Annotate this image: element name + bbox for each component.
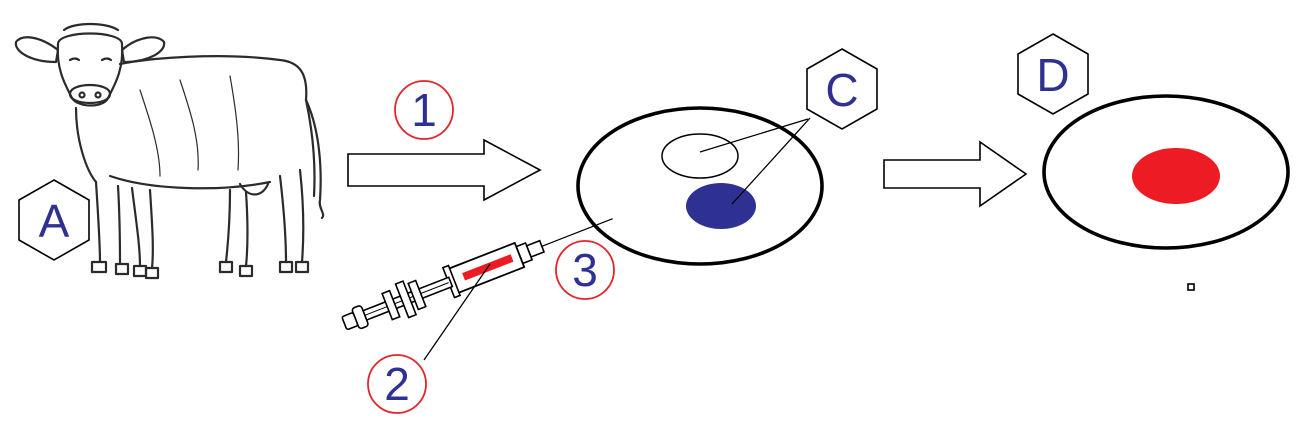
step-2-marker: 2 [367,354,427,414]
step-2-label: 2 [384,358,410,410]
hexagon-c-label: C [825,64,858,116]
pointer-2-to-syringe [423,263,491,361]
step-3-label: 3 [572,244,598,296]
hexagon-c: C [806,48,878,130]
small-square-mark [1187,283,1195,291]
hexagon-a-label: A [39,195,70,247]
original-nucleus [661,133,739,179]
pointer-c-to-original-nucleus [699,118,809,153]
pointer-c-to-injected-nucleus [731,117,811,205]
step-1-label: 1 [411,84,437,136]
injected-nucleus [686,183,756,229]
result-nucleus [1132,148,1220,204]
hexagon-a: A [18,179,90,261]
hexagon-d-label: D [1036,49,1069,101]
step-1-marker: 1 [394,80,454,140]
syringe-illustration [341,218,613,331]
step-3-marker: 3 [555,240,615,300]
arrow-1-icon [347,138,542,202]
egg-cell [576,106,824,266]
hexagon-d: D [1017,33,1089,115]
cow-illustration [14,22,325,280]
arrow-2-icon [883,140,1028,208]
result-cell [1042,94,1290,250]
